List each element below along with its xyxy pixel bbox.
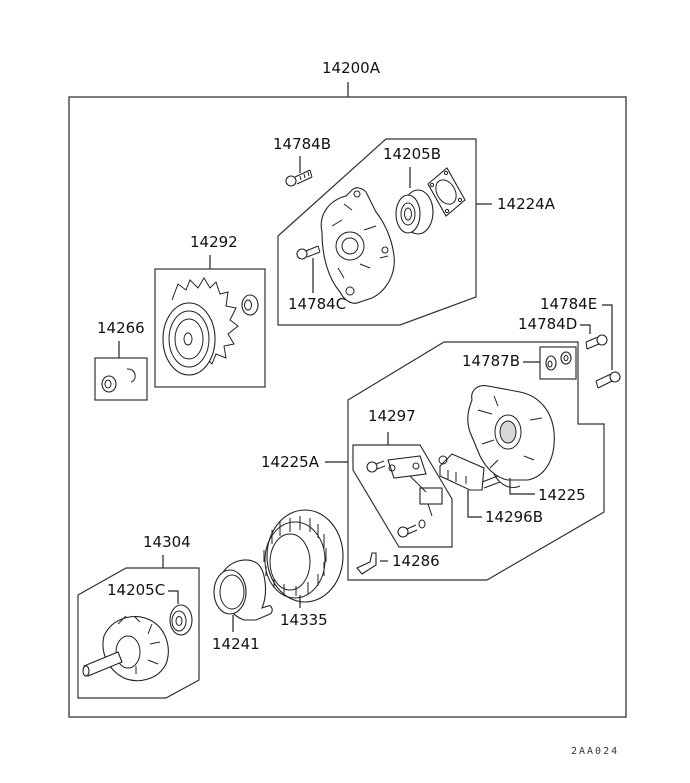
screw-icon-regulator-top[interactable] bbox=[366, 460, 386, 473]
regulator-icon[interactable] bbox=[387, 455, 443, 517]
rotor-group: 14304 14205C bbox=[77, 533, 200, 699]
group-outline-14225A bbox=[347, 341, 605, 581]
insulator-icon[interactable] bbox=[545, 351, 572, 371]
part-label-14784B[interactable]: 14784B bbox=[273, 135, 331, 153]
part-label-14205B[interactable]: 14205B bbox=[383, 145, 441, 163]
part-label-14784C[interactable]: 14784C bbox=[288, 295, 346, 313]
front-housing-group: 14224A 14784B 14205B bbox=[273, 135, 556, 326]
part-label-14225A[interactable]: 14225A bbox=[261, 453, 320, 471]
leader-14225 bbox=[509, 478, 535, 495]
fan-pulley-icon[interactable] bbox=[162, 277, 239, 376]
bearing-icon-14205B[interactable] bbox=[395, 189, 434, 235]
drawing-code: 2AA024 bbox=[571, 746, 619, 757]
rear-housing-group: 14225A 14787B 14225 1429 bbox=[261, 341, 605, 581]
part-label-14205C[interactable]: 14205C bbox=[107, 581, 165, 599]
leader-14784D bbox=[580, 324, 591, 334]
part-label-14784D[interactable]: 14784D bbox=[518, 315, 577, 333]
group-outline-14297 bbox=[352, 444, 453, 548]
assembly-frame bbox=[68, 96, 627, 718]
part-label-14784E[interactable]: 14784E bbox=[540, 295, 597, 313]
part-label-14241[interactable]: 14241 bbox=[212, 635, 260, 653]
bearing-icon-14205C[interactable] bbox=[169, 604, 193, 636]
spacer-icon[interactable] bbox=[241, 294, 259, 316]
group-outline-14787B bbox=[539, 346, 577, 380]
pulley-group: 14292 bbox=[154, 233, 266, 388]
bolt-icon-14784B[interactable] bbox=[285, 169, 313, 187]
group-outline-14224A bbox=[277, 138, 477, 326]
nut-group: 14266 bbox=[94, 319, 148, 401]
stator-icon[interactable] bbox=[263, 509, 344, 603]
brush-holder-icon[interactable] bbox=[438, 453, 501, 491]
leader-14205C bbox=[168, 590, 179, 604]
part-label-14297[interactable]: 14297 bbox=[368, 407, 416, 425]
part-label-14296B[interactable]: 14296B bbox=[485, 508, 543, 526]
group-outline-14304 bbox=[77, 567, 200, 699]
gasket-plate-icon[interactable] bbox=[427, 167, 466, 217]
assembly-label: 14200A bbox=[322, 59, 381, 77]
part-label-14292[interactable]: 14292 bbox=[190, 233, 238, 251]
bolt-icon-14784E[interactable] bbox=[595, 371, 621, 389]
part-label-14304[interactable]: 14304 bbox=[143, 533, 191, 551]
group-outline-14292 bbox=[154, 268, 266, 388]
rotor-icon[interactable] bbox=[82, 615, 169, 682]
part-label-14787B[interactable]: 14787B bbox=[462, 352, 520, 370]
rear-housing-icon[interactable] bbox=[467, 385, 555, 488]
screw-icon-regulator-bottom[interactable] bbox=[397, 519, 426, 538]
front-housing-icon[interactable] bbox=[320, 187, 395, 304]
nut-icon[interactable] bbox=[101, 375, 117, 393]
bolt-icon-14784D[interactable] bbox=[585, 334, 608, 350]
part-label-14224A[interactable]: 14224A bbox=[497, 195, 556, 213]
part-label-14286[interactable]: 14286 bbox=[392, 552, 440, 570]
bolt-icon-14784C[interactable] bbox=[296, 245, 321, 260]
part-label-14266[interactable]: 14266 bbox=[97, 319, 145, 337]
leader-14296B bbox=[467, 490, 482, 518]
part-label-14335[interactable]: 14335 bbox=[280, 611, 328, 629]
terminal-clip-icon[interactable] bbox=[356, 552, 377, 575]
group-outline-14266 bbox=[94, 357, 148, 401]
washer-icon[interactable] bbox=[126, 368, 136, 383]
leader-14784E bbox=[602, 304, 613, 370]
part-label-14225[interactable]: 14225 bbox=[538, 486, 586, 504]
rear-cover-icon[interactable] bbox=[213, 559, 273, 621]
